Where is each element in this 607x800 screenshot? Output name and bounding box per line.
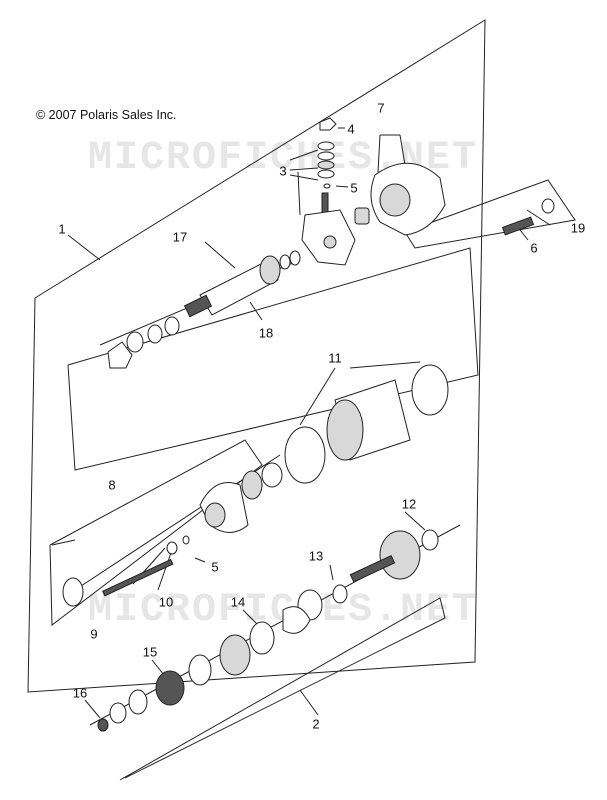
callout-9: 9 (90, 626, 98, 642)
washer-3c (317, 160, 335, 170)
drive-gear (379, 530, 421, 580)
commutator (259, 255, 281, 285)
callout-17: 17 (172, 229, 188, 245)
spring-washer (128, 689, 148, 715)
leader-3c (289, 174, 319, 181)
callout-1: 1 (58, 221, 66, 237)
shaft-washer (166, 541, 178, 555)
callout-18: 18 (258, 325, 274, 341)
armature-washer-c (164, 316, 180, 336)
washer-3b (317, 151, 335, 161)
leader-7c (399, 134, 406, 166)
leader-19 (526, 209, 551, 226)
housing-frame (67, 247, 479, 471)
bushing (354, 207, 370, 225)
assembly-frame (27, 19, 486, 693)
seal-9 (62, 577, 84, 607)
leader-5mid (194, 557, 206, 563)
planet-gear (241, 470, 263, 500)
leader-5top (335, 185, 349, 188)
leader-14 (242, 609, 259, 626)
callout-7: 7 (377, 100, 385, 116)
pinion-collar (188, 654, 212, 686)
armature-clip (107, 341, 133, 369)
callout-5-top: 5 (350, 180, 358, 196)
leader-2 (299, 689, 319, 716)
leader-6 (519, 229, 529, 241)
bolt-subframe (404, 179, 576, 249)
callout-14: 14 (230, 594, 246, 610)
output-shaft (102, 558, 174, 597)
leader-18 (249, 301, 263, 321)
drive-washer (109, 702, 127, 724)
oring-5top (323, 183, 331, 189)
leader-11a (299, 367, 336, 426)
callout-8: 8 (108, 477, 116, 493)
washer-12 (421, 529, 439, 551)
leader-12 (404, 511, 426, 531)
nut-4 (319, 117, 337, 131)
brush-plate-hub (323, 235, 337, 249)
bearing (261, 462, 283, 488)
washer-3a (317, 141, 335, 151)
leader-16 (84, 699, 101, 719)
ring-14 (249, 621, 275, 655)
callout-5-mid: 5 (211, 559, 219, 575)
callout-16: 16 (72, 685, 88, 701)
snap-ring-13 (332, 584, 348, 604)
armature-washer-b (279, 254, 291, 270)
callout-11: 11 (328, 350, 342, 366)
callout-6: 6 (530, 240, 538, 256)
leader-3a (289, 149, 319, 161)
gear-housing-hub (204, 502, 226, 528)
shaft-frame (49, 439, 263, 626)
callout-2: 2 (312, 716, 320, 732)
leader-1 (67, 234, 101, 261)
motor-housing-end (326, 399, 364, 461)
leader-10b (157, 549, 173, 591)
callout-19: 19 (570, 220, 586, 236)
spring-15 (155, 670, 185, 706)
leader-9 (51, 539, 76, 546)
leader-17 (204, 241, 236, 269)
armature-washer-d (147, 324, 163, 344)
armature-washer-a (289, 250, 301, 266)
leader-3d (297, 171, 301, 216)
leader-3b (289, 167, 319, 171)
armature-washer-e (126, 331, 144, 353)
drive-shaft (349, 554, 396, 583)
pinion-gear (219, 634, 251, 676)
washer-19 (541, 198, 555, 214)
leader-13 (329, 564, 334, 581)
end-cap-bore (379, 183, 411, 217)
copyright-notice: © 2007 Polaris Sales Inc. (36, 108, 177, 122)
watermark-bottom: MICROFICHES.NET (88, 588, 478, 633)
callout-4: 4 (347, 121, 355, 137)
retainer-clip (282, 606, 311, 634)
washer-3d (317, 169, 335, 179)
callout-12: 12 (401, 496, 417, 512)
callout-13: 13 (308, 548, 324, 564)
callout-15: 15 (142, 644, 158, 660)
drive-frame (119, 597, 446, 781)
through-bolt (501, 216, 535, 236)
armature-shaft-spline (183, 294, 213, 318)
oring-11-left (284, 426, 326, 484)
callout-3: 3 (279, 163, 287, 179)
oring-5mid (182, 535, 190, 545)
oring-11-right (411, 364, 449, 416)
nut-16 (97, 718, 109, 732)
leader-7b (377, 134, 381, 173)
leader-11b (349, 361, 421, 369)
callout-10: 10 (158, 594, 174, 610)
